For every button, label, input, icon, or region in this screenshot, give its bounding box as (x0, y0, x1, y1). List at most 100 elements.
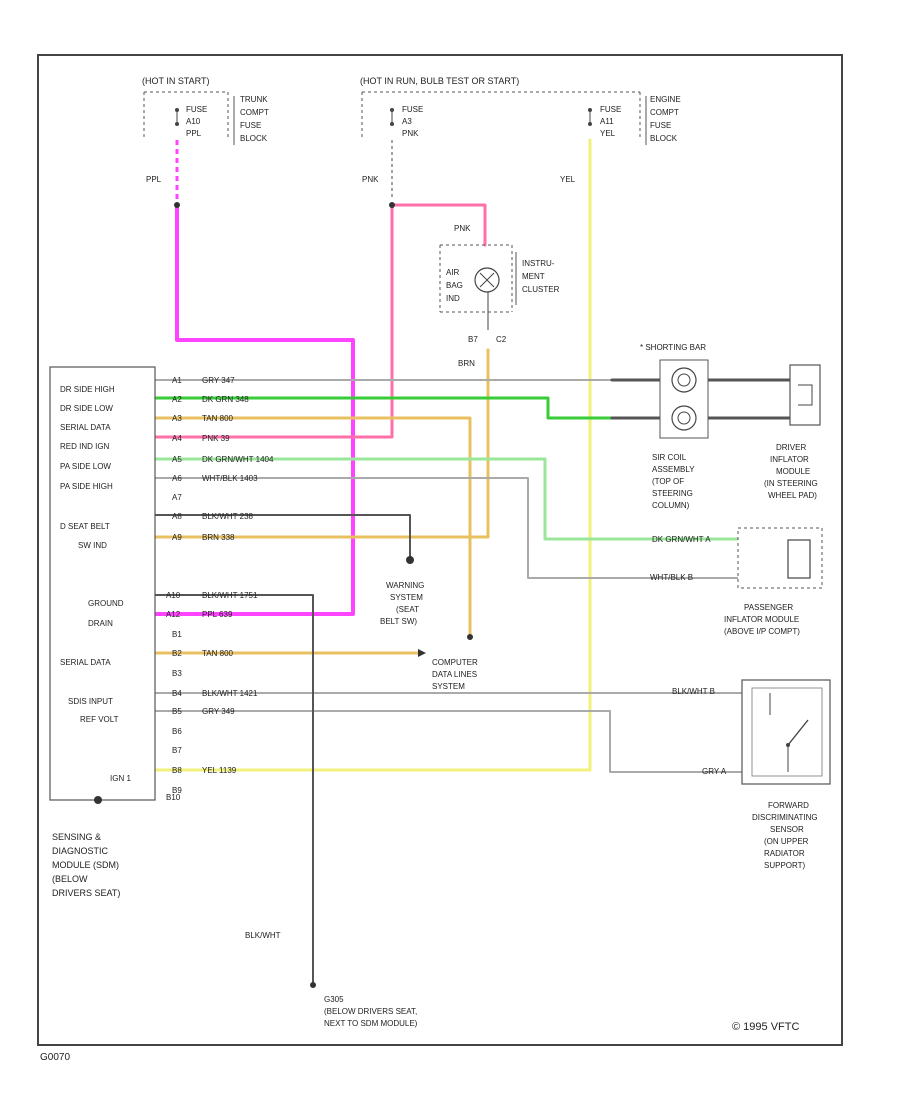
ground-dot (310, 982, 316, 988)
driver-caption-line-2: INFLATOR (770, 455, 809, 464)
coil-caption-line-1: SIR COIL (652, 453, 687, 462)
wire-code-a12: PPL 639 (202, 610, 233, 619)
sdm-pin-a8: A8 (172, 512, 182, 521)
sensor-caption-line-2: DISCRIMINATING (752, 813, 818, 822)
trunk-fuse-line-3: PPL (186, 129, 202, 138)
sir-coil-assembly: * SHORTING BAR SIR COIL ASSEMBLY (TOP OF… (640, 343, 709, 510)
computer-line-1: COMPUTER (432, 658, 478, 667)
wire-code-a10: BLK/WHT 1751 (202, 591, 258, 600)
air-bag-bulb-filament-2 (479, 272, 495, 288)
diagram-code: G0070 (40, 1052, 70, 1063)
sensor-switch-blade (787, 719, 809, 746)
splice-ppl (174, 202, 180, 208)
sdm-caption-line-1: SENSING & (52, 832, 101, 842)
sdm-label-red-ind-ign: RED IND IGN (60, 442, 110, 451)
sensor-caption-line-5: RADIATOR (764, 849, 805, 858)
sdm-label-sdis-input: SDIS INPUT (68, 697, 113, 706)
sensor-pin-b: BLK/WHT B (672, 687, 715, 696)
sdm-label-ref-volt: REF VOLT (80, 715, 119, 724)
sdm-label-drain: DRAIN (88, 619, 113, 628)
wire-code-b6: GRY 349 (202, 707, 235, 716)
cluster-bulb-line-3: IND (446, 294, 460, 303)
sdm-caption-line-5: DRIVERS SEAT) (52, 888, 120, 898)
sdm-label-serial-data-a: SERIAL DATA (60, 423, 111, 432)
sdm-pin-b6: B6 (172, 727, 182, 736)
wire-code-b3: TAN 800 (202, 649, 234, 658)
driver-inflator-module: DRIVER INFLATOR MODULE (IN STEERING WHEE… (764, 364, 821, 500)
computer-data-lines-ref: COMPUTER DATA LINES SYSTEM (418, 634, 478, 691)
wire-label-blk-wht: BLK/WHT (245, 931, 281, 940)
trunk-block-line-1: TRUNK (240, 95, 268, 104)
passenger-caption-line-1: PASSENGER (744, 603, 793, 612)
coil-lower (671, 405, 697, 431)
forward-discriminating-sensor: BLK/WHT B GRY A FORWARD DISCRIMINATING S… (672, 679, 831, 870)
sdm-pin-b9: B9 (172, 786, 182, 795)
coil-lower-core (677, 411, 691, 425)
warning-system-ref: WARNING SYSTEM (SEAT BELT SW) (380, 556, 424, 626)
passenger-inflator-element (787, 539, 811, 579)
engine-block-line-2: COMPT (650, 108, 679, 117)
driver-inflator-box (789, 364, 821, 426)
sdm-label-pa-side-low: PA SIDE LOW (60, 462, 111, 471)
warning-line-1: WARNING (386, 581, 424, 590)
sdm-ground-dot (94, 796, 102, 804)
sdm-label-ign-1: IGN 1 (110, 774, 131, 783)
copyright-note: © 1995 VFTC (732, 1021, 799, 1033)
wire-blk-wht-ground (154, 594, 314, 986)
engine-fuse-right-line-1: FUSE (600, 105, 621, 114)
sdm-pin-b5: B5 (172, 707, 182, 716)
wire-yel (153, 138, 592, 772)
engine-fuse-left-line-3: PNK (402, 129, 419, 138)
sdm-label-sw-ind: SW IND (78, 541, 107, 550)
driver-caption-line-1: DRIVER (776, 443, 806, 452)
warning-line-3: (SEAT (396, 605, 419, 614)
wire-label-brn: BRN (458, 359, 475, 368)
sensor-pin-a: GRY A (702, 767, 727, 776)
trunk-fuse-block: (HOT IN START) FUSE A10 PPL TRUNK COMPT … (142, 76, 269, 200)
wire-ppl (153, 203, 355, 616)
cluster-name-line-3: CLUSTER (522, 285, 560, 294)
sensor-inner-box (751, 687, 823, 777)
sdm-pin-a4: A4 (172, 434, 182, 443)
wire-code-a3: TAN 800 (202, 414, 234, 423)
wire-blk-wht-seatbelt (154, 514, 411, 561)
sensor-switch-contact (786, 743, 790, 747)
sdm-pin-b2: B2 (172, 649, 182, 658)
passenger-caption-line-2: INFLATOR MODULE (724, 615, 799, 624)
sensor-box (741, 679, 831, 785)
wire-code-a6: WHT/BLK 1403 (202, 474, 258, 483)
coil-caption-line-3: (TOP OF (652, 477, 684, 486)
diagram-frame (37, 54, 843, 1046)
cluster-dashed-box (439, 244, 513, 313)
sdm-caption-line-2: DIAGNOSTIC (52, 846, 109, 856)
sdm-label-pa-side-high: PA SIDE HIGH (60, 482, 113, 491)
coil-upper-core (677, 373, 691, 387)
sdm-pin-b10: B10 (166, 793, 181, 802)
instrument-cluster: PNK AIR BAG IND INSTRU- MENT CLUSTER B7 … (439, 224, 560, 344)
trunk-fuse-line-2: A10 (186, 117, 201, 126)
cluster-top-label: PNK (454, 224, 471, 233)
sdm-label-d-seat-belt: D SEAT BELT (60, 522, 110, 531)
trunk-fuse-dashed-box (143, 91, 229, 140)
trunk-block-line-2: COMPT (240, 108, 269, 117)
wire-gry-b6 (154, 710, 743, 773)
sdm-label-dr-side-low: DR SIDE LOW (60, 404, 113, 413)
ground-line-1: G305 (324, 995, 344, 1004)
sdm-label-dr-side-high: DR SIDE HIGH (60, 385, 115, 394)
wire-code-b5: BLK/WHT 1421 (202, 689, 258, 698)
engine-block-line-4: BLOCK (650, 134, 678, 143)
serial-data-arrow (418, 649, 426, 657)
engine-fuse-header: (HOT IN RUN, BULB TEST OR START) (360, 76, 519, 86)
wire-label-ppl: PPL (146, 175, 162, 184)
engine-fuse-right-line-3: YEL (600, 129, 616, 138)
wire-pnk-sdm (153, 203, 394, 439)
sdm-box (49, 366, 156, 801)
cluster-connector-right: C2 (496, 335, 507, 344)
sdm-pin-a6: A6 (172, 474, 182, 483)
trunk-block-line-4: BLOCK (240, 134, 268, 143)
wire-label-yel: YEL (560, 175, 576, 184)
sdm-pin-b1: B1 (172, 630, 182, 639)
wire-dk-grn-a2 (153, 396, 614, 420)
warning-line-2: SYSTEM (390, 593, 423, 602)
wire-dk-grn-wht-a5 (153, 457, 740, 541)
